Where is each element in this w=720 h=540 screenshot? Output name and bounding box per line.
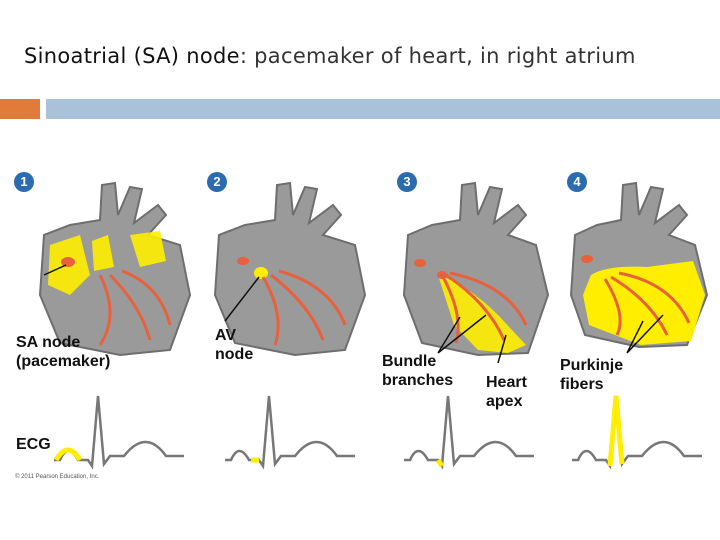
title-definition: : pacemaker of heart, in right atrium <box>239 44 636 68</box>
ecg-trace-stage-4 <box>572 395 702 470</box>
ecg-label: ECG <box>16 436 51 453</box>
ecg-trace-stage-2 <box>225 395 355 470</box>
label-sa-node: SA node (pacemaker) <box>16 334 111 370</box>
label-purkinje-fibers: Purkinje fibers <box>560 357 624 393</box>
slide-title: Sinoatrial (SA) node: pacemaker of heart… <box>24 44 636 76</box>
heart-diagram-purkinje-fibers <box>569 181 709 354</box>
label-av-node: AV node <box>215 327 254 363</box>
stage-number-4: 4 <box>567 172 587 192</box>
stage-number-3: 3 <box>397 172 417 192</box>
heart-diagram-bundle-branches <box>402 181 550 364</box>
title-term: Sinoatrial (SA) node <box>24 44 240 68</box>
stage-number-2: 2 <box>207 172 227 192</box>
ecg-trace-stage-3 <box>404 395 534 470</box>
stage-number-1: 1 <box>14 172 34 192</box>
ecg-trace-stage-1 <box>54 395 184 470</box>
label-heart-apex: Heart apex <box>486 374 527 410</box>
label-bundle-branches: Bundle branches <box>382 353 454 389</box>
accent-bar-blue <box>46 99 720 119</box>
accent-bar-orange <box>0 99 40 119</box>
heart-diagram-av-node <box>213 181 367 357</box>
heart-diagram-sa-node <box>38 181 192 357</box>
copyright-notice: © 2011 Pearson Education, Inc. <box>15 474 100 480</box>
